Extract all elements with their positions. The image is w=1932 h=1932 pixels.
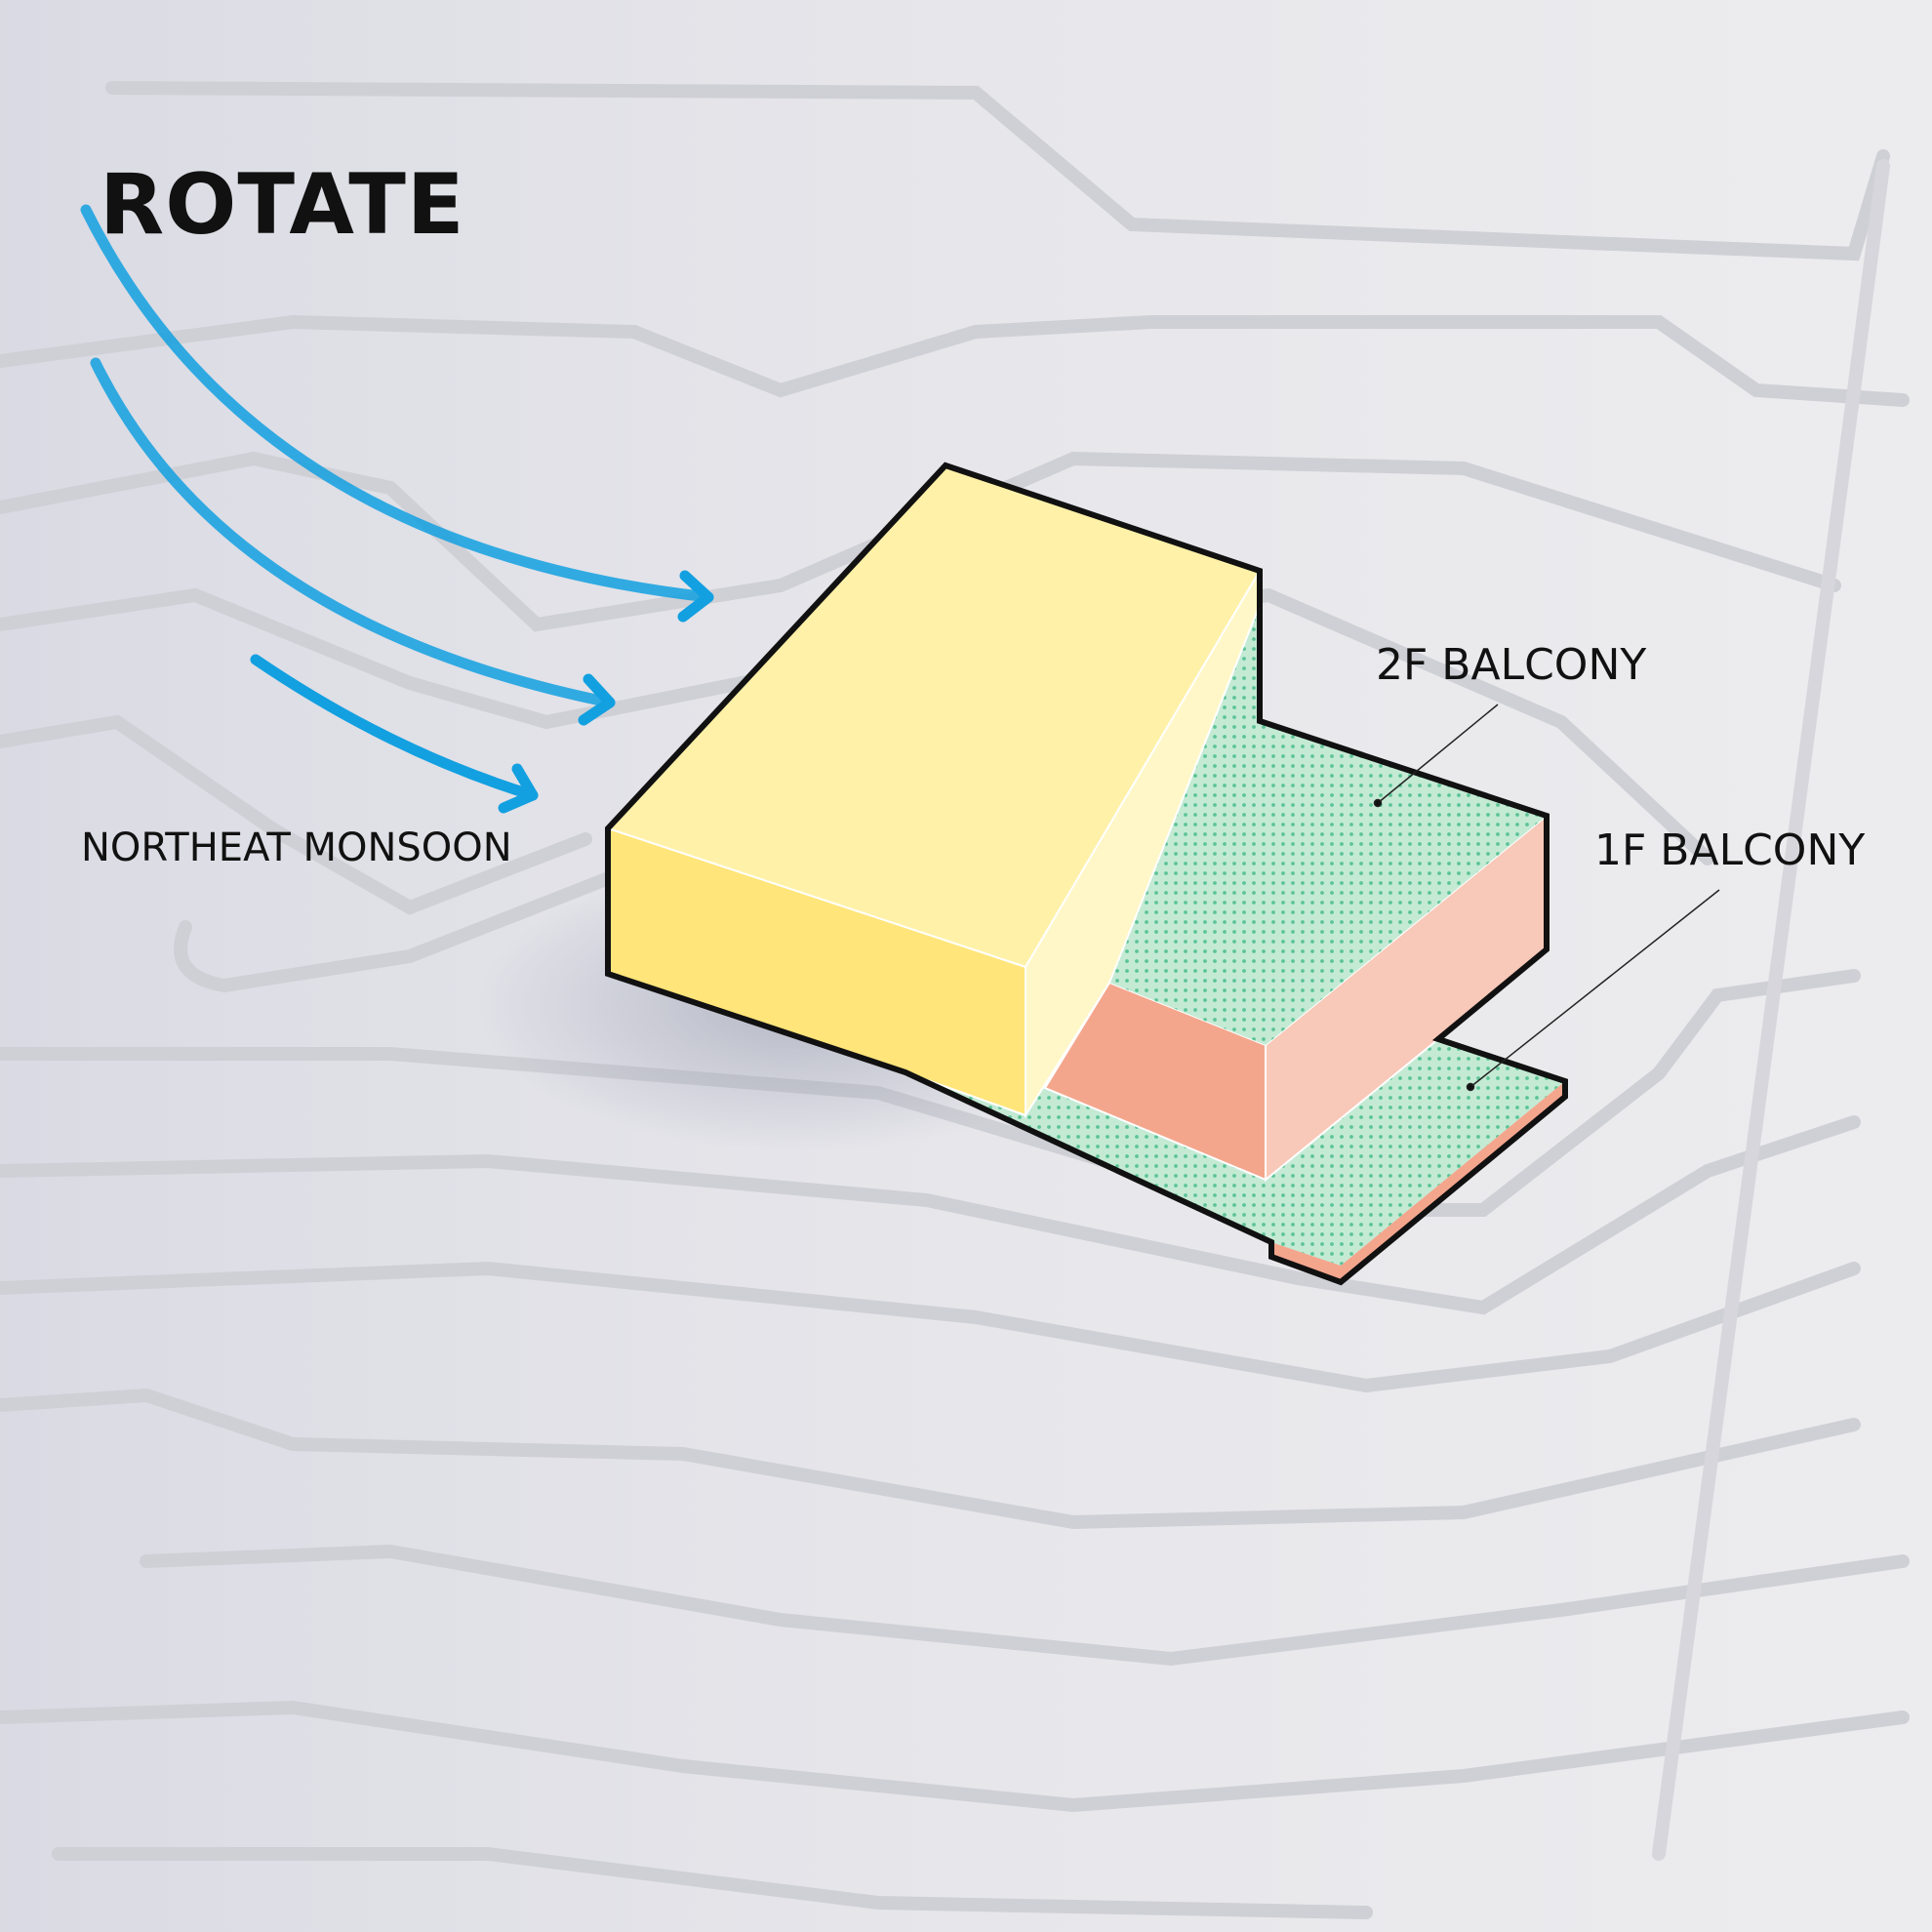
wind-label: NORTHEAT MONSOON xyxy=(81,825,512,870)
arrow-head-icon xyxy=(498,763,539,814)
balcony-2f xyxy=(1109,605,1547,1045)
wind-arrow-1 xyxy=(80,204,714,603)
wind-arrows xyxy=(80,204,714,814)
lower-block xyxy=(1043,813,1548,1183)
main-building xyxy=(606,463,1262,1119)
building-outline xyxy=(605,462,1568,1286)
arrow-head-icon xyxy=(578,673,616,726)
wind-arrow-3 xyxy=(250,654,539,801)
callout-leaders xyxy=(1373,704,1720,1092)
page-title: ROTATE xyxy=(100,156,465,254)
wind-arrow-2 xyxy=(90,357,616,708)
arrow-head-icon xyxy=(677,570,714,623)
callout-1f-balcony: 1F BALCONY xyxy=(1594,825,1866,875)
callout-2f-balcony: 2F BALCONY xyxy=(1376,640,1647,690)
